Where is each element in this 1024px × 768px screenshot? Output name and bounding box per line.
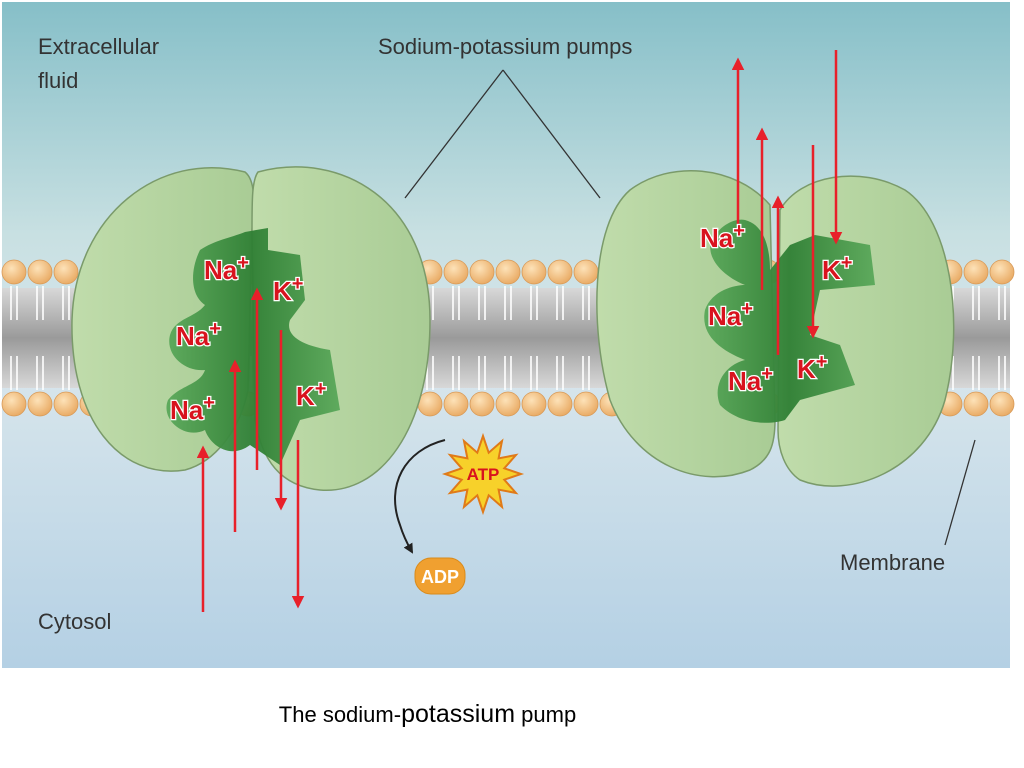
atp-star: ATP [441,432,525,516]
pump-pointer-lines [404,69,601,199]
lipid-head [417,391,443,417]
cytosol-label: Cytosol [38,609,111,634]
extracellular-label-line1: Extracellular [38,34,159,59]
lipid-head [443,259,469,285]
lipid-tail [530,356,538,390]
na-ion-left-bottom: Na+ [170,392,215,425]
lipid-tail [582,356,590,390]
extracellular-label-line2: fluid [38,68,78,93]
lipid-head [495,259,521,285]
right-pump [596,170,955,487]
lipid-tail [478,286,486,320]
lipid-head [1,259,27,285]
lipid-head [495,391,521,417]
right-pump-channel [704,219,875,423]
lipid-tail [36,286,44,320]
membrane-pointer-line [944,439,976,546]
lipid-head [521,259,547,285]
lipid-tail [452,286,460,320]
lipid-tail [504,286,512,320]
lipid-head [53,391,79,417]
lipid-tail [10,356,18,390]
lipid-head [573,391,599,417]
lipid-head [989,259,1015,285]
lipid-head [989,391,1015,417]
lipid-head [443,391,469,417]
lipid-tail [478,356,486,390]
lipid-head [963,259,989,285]
lipid-tail [36,356,44,390]
adp-label: ADP [421,567,459,587]
na-ion-right-top: Na+ [700,220,745,253]
lipid-tail [530,286,538,320]
lipid-head [27,259,53,285]
pumps-label: Sodium-potassium pumps [378,34,632,59]
lipid-tail [998,356,1006,390]
left-pump [71,166,431,491]
na-ion-left-mid: Na+ [176,318,221,351]
lipid-tail [556,356,564,390]
figure-caption: The sodium-potassium pump [278,700,577,728]
lipid-head [27,391,53,417]
atp-label: ATP [467,465,500,484]
membrane-label: Membrane [840,550,945,575]
na-ion-left-top: Na+ [204,252,249,285]
lipid-head [469,391,495,417]
ion-labels: Na+ Na+ Na+ K+ K+ Na+ Na+ Na+ K+ K+ [169,219,854,427]
ion-arrows [196,50,843,612]
lipid-head [1,391,27,417]
na-ion-right-bottom: Na+ [728,363,773,396]
lipid-head [521,391,547,417]
lipid-tail [452,356,460,390]
lipid-head [963,391,989,417]
lipid-head [547,391,573,417]
lipid-tail [998,286,1006,320]
adp-badge: ADP [414,557,466,595]
k-ion-left-top: K+ [273,273,303,306]
lipid-tail [582,286,590,320]
k-ion-left-bottom: K+ [296,378,326,411]
lipid-head [53,259,79,285]
lipid-tail [62,356,70,390]
left-pump-channel [166,228,340,465]
k-ion-right-top: K+ [822,252,852,285]
lipid-tail [972,356,980,390]
atp-to-adp-arrow [394,439,446,554]
lipid-tail [62,286,70,320]
na-ion-right-mid: Na+ [708,298,753,331]
lipid-tail [556,286,564,320]
lipid-tail [10,286,18,320]
lipid-head [573,259,599,285]
lipid-tail [504,356,512,390]
lipid-tail [972,286,980,320]
lipid-head [469,259,495,285]
k-ion-right-bottom: K+ [797,351,827,384]
lipid-head [547,259,573,285]
